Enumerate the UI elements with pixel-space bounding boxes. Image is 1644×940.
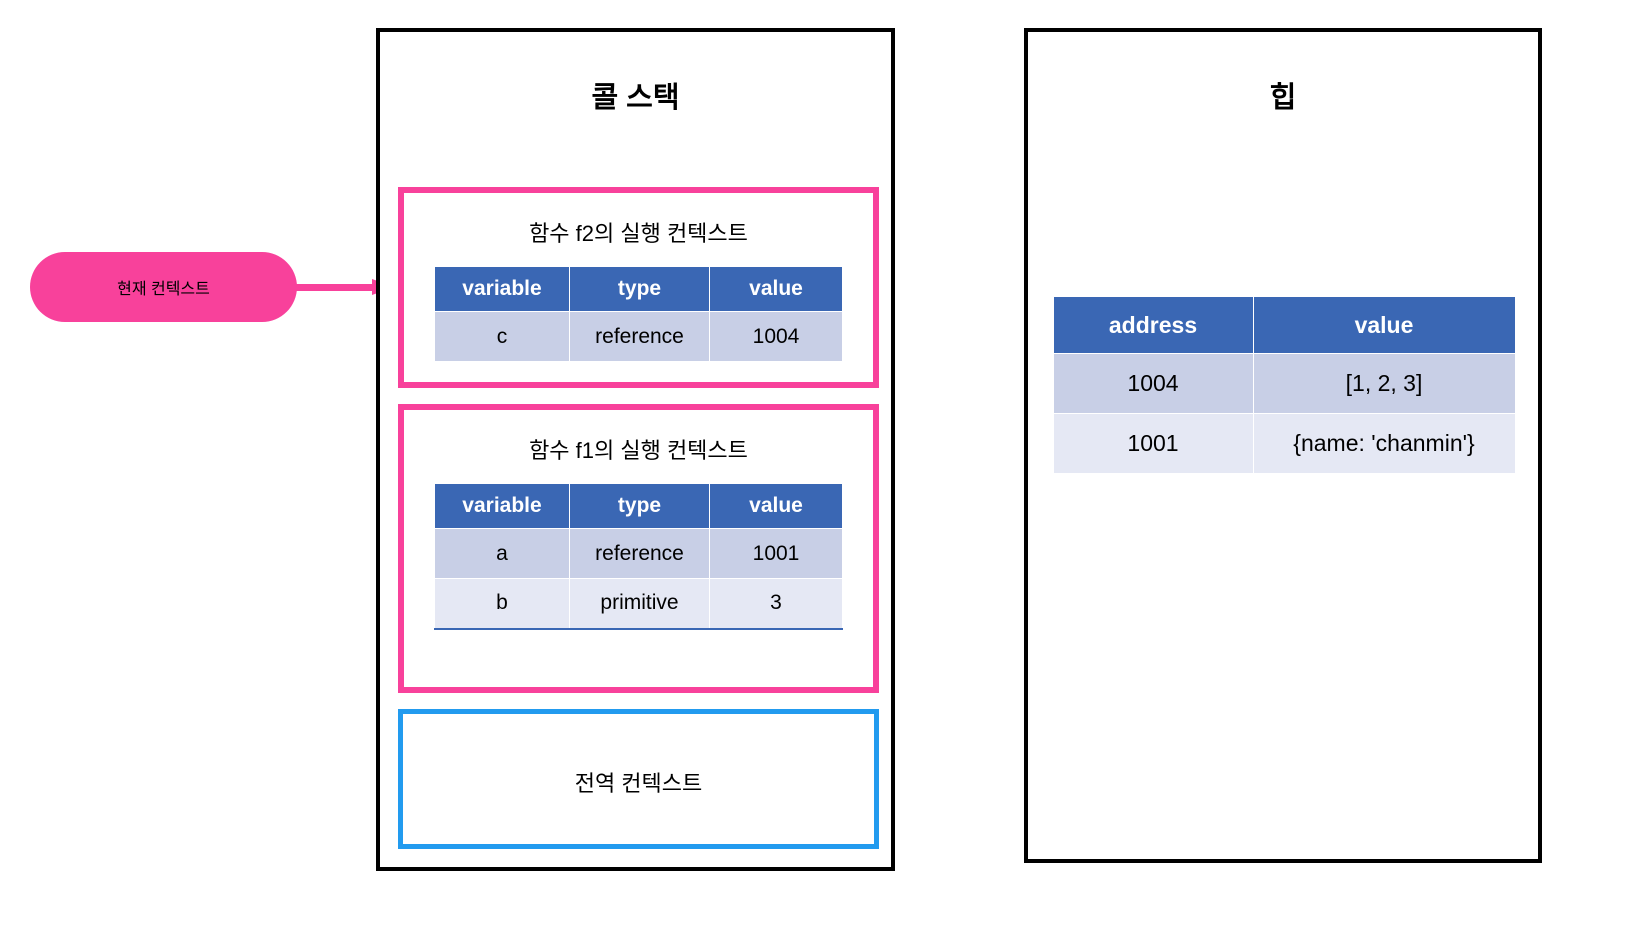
column-header-address: address — [1052, 296, 1254, 354]
execution-context-f2[interactable]: 함수 f2의 실행 컨텍스트 variable type value c ref… — [398, 187, 879, 388]
table-header-row: variable type value — [434, 266, 843, 312]
cell-variable: c — [434, 311, 570, 362]
execution-context-global-title: 전역 컨텍스트 — [574, 771, 703, 796]
column-header-value: value — [1252, 296, 1516, 354]
table-header-row: address value — [1052, 296, 1516, 354]
cell-address: 1004 — [1052, 353, 1254, 414]
cell-value: {name: 'chanmin'} — [1252, 413, 1516, 474]
heap-table: address value 1004 [1, 2, 3] 1001 {name:… — [1052, 296, 1516, 474]
heap-table-wrapper: address value 1004 [1, 2, 3] 1001 {name:… — [1050, 296, 1518, 474]
call-stack-panel: 콜 스택 함수 f2의 실행 컨텍스트 variable type value … — [376, 28, 895, 871]
call-stack-title: 콜 스택 — [591, 82, 680, 114]
column-header-type: type — [569, 266, 710, 312]
column-header-variable: variable — [434, 266, 570, 312]
cell-value: 1004 — [709, 311, 843, 362]
current-context-label: 현재 컨텍스트 — [117, 281, 210, 298]
execution-context-global[interactable]: 전역 컨텍스트 — [398, 709, 879, 849]
table-row: c reference 1004 — [434, 311, 843, 362]
table-row: b primitive 3 — [434, 578, 843, 630]
column-header-variable: variable — [434, 483, 570, 529]
cell-variable: b — [434, 578, 570, 630]
cell-variable: a — [434, 528, 570, 579]
current-context-callout: 현재 컨텍스트 — [30, 252, 395, 332]
cell-type: reference — [569, 311, 710, 362]
current-context-pill[interactable]: 현재 컨텍스트 — [30, 252, 297, 322]
variables-table-f1: variable type value a reference 1001 b p… — [434, 483, 843, 630]
cell-value: [1, 2, 3] — [1252, 353, 1516, 414]
cell-type: reference — [569, 528, 710, 579]
heap-title: 힙 — [1269, 82, 1297, 114]
table-row: 1004 [1, 2, 3] — [1052, 353, 1516, 414]
column-header-value: value — [709, 266, 843, 312]
execution-context-f2-title: 함수 f2의 실행 컨텍스트 — [529, 221, 748, 246]
execution-context-f1[interactable]: 함수 f1의 실행 컨텍스트 variable type value a ref… — [398, 404, 879, 693]
arrow-shaft — [280, 284, 375, 291]
cell-value: 1001 — [709, 528, 843, 579]
column-header-type: type — [569, 483, 710, 529]
table-row: a reference 1001 — [434, 528, 843, 579]
cell-type: primitive — [569, 578, 710, 630]
table-header-row: variable type value — [434, 483, 843, 529]
cell-address: 1001 — [1052, 413, 1254, 474]
cell-value: 3 — [709, 578, 843, 630]
execution-context-f1-title: 함수 f1의 실행 컨텍스트 — [529, 438, 748, 463]
heap-panel: 힙 address value 1004 [1, 2, 3] 1001 {nam… — [1024, 28, 1542, 863]
table-row: 1001 {name: 'chanmin'} — [1052, 413, 1516, 474]
column-header-value: value — [709, 483, 843, 529]
variables-table-f2: variable type value c reference 1004 — [434, 266, 843, 362]
